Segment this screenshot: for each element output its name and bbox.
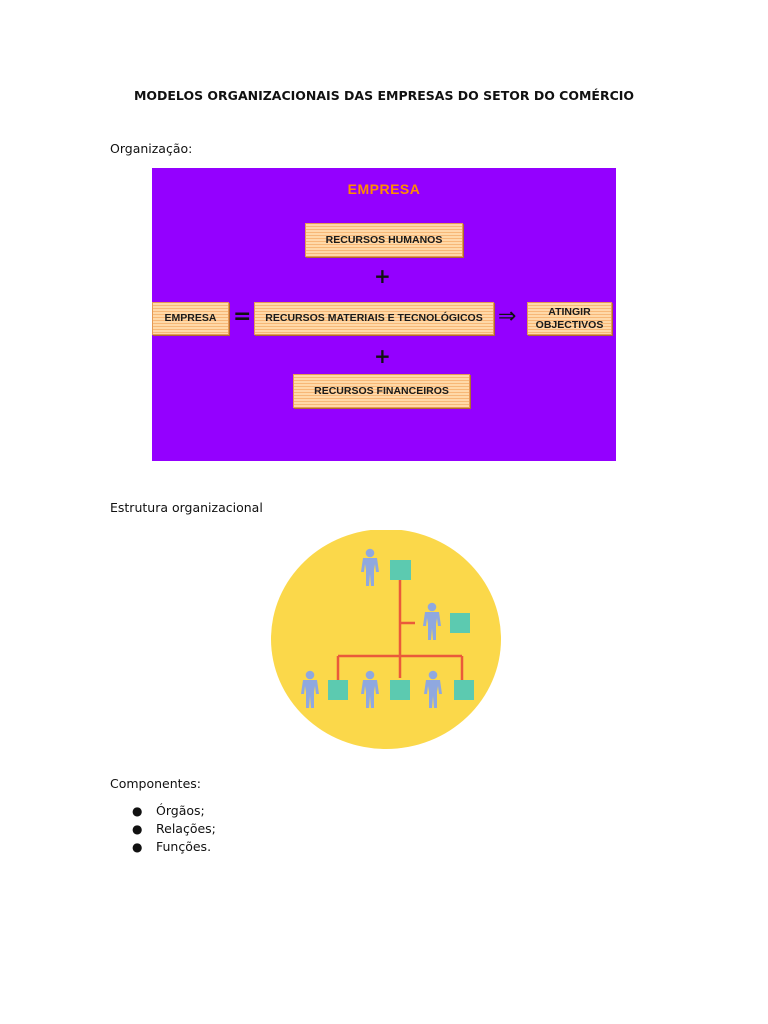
box-recursos-humanos: RECURSOS HUMANOS [305,223,463,257]
square-bottom-right [454,680,474,700]
plus-sign-bottom: + [374,344,391,368]
componentes-list: ●Órgãos; ●Relações; ●Funções. [132,802,216,856]
equals-sign: = [233,304,252,329]
bullet-icon: ● [132,822,143,836]
section-label-componentes: Componentes: [110,776,201,791]
section-label-organizacao: Organização: [110,141,193,156]
page-title: MODELOS ORGANIZACIONAIS DAS EMPRESAS DO … [133,88,635,103]
list-item: ●Relações; [132,821,216,836]
estrutura-diagram [271,530,501,749]
square-top [390,560,411,580]
arrow-icon: ⇒ [498,304,517,329]
atingir-line: ATINGIR [548,306,591,319]
square-bottom-center [390,680,410,700]
diagram-title-empresa: EMPRESA [347,181,421,197]
bullet-icon: ● [132,840,143,854]
list-item: ●Funções. [132,839,212,854]
square-middle [450,613,470,633]
box-recursos-materiais: RECURSOS MATERIAIS E TECNOLÓGICOS [254,302,494,335]
list-item: ●Órgãos; [132,803,205,818]
section-label-estrutura: Estrutura organizacional [110,500,263,515]
organizacao-diagram: EMPRESA RECURSOS HUMANOS + EMPRESA = REC… [152,168,616,461]
box-empresa: EMPRESA [152,302,229,335]
objectivos-line: OBJECTIVOS [535,318,604,331]
box-recursos-financeiros: RECURSOS FINANCEIROS [293,374,470,408]
plus-sign-top: + [374,264,391,288]
bullet-icon: ● [132,804,143,818]
box-atingir-objectivos: ATINGIR OBJECTIVOS [527,302,612,335]
square-bottom-left [328,680,348,700]
yellow-circle [271,530,501,749]
hierarchy-lines [336,578,464,680]
